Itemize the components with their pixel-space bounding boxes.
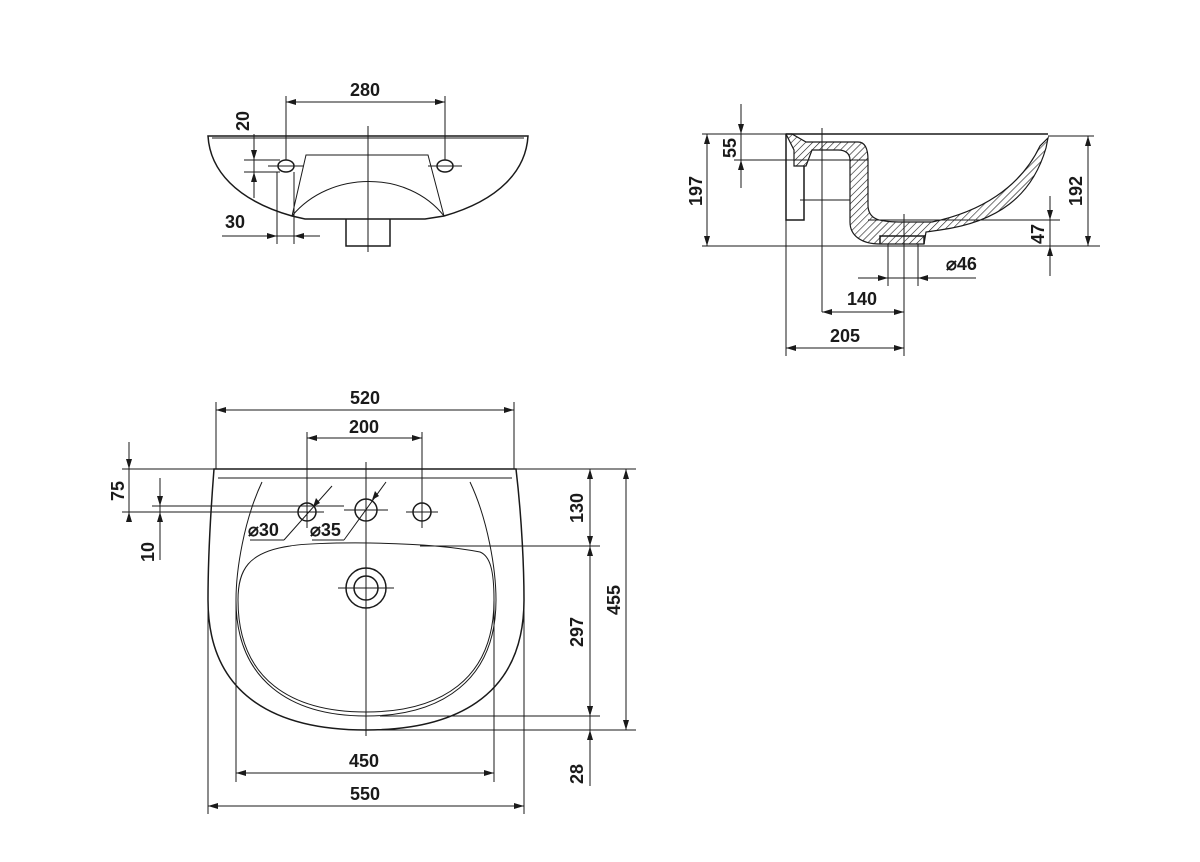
dim-140-label: 140: [847, 289, 877, 309]
basin-section-profile: [785, 133, 1049, 245]
side-section-view: 55 197 192 47 ⌀46 140 205: [686, 104, 1100, 356]
dim-130-label: 130: [567, 493, 587, 523]
dim-28-label: 28: [567, 764, 587, 784]
dim-455-label: 455: [604, 585, 624, 615]
plan-view: 520 200 75 10 ⌀30 ⌀35 130 297 455: [108, 388, 636, 814]
dim-205-label: 205: [830, 326, 860, 346]
dim-20-label: 20: [233, 111, 253, 131]
dim-d46-label: ⌀46: [946, 254, 977, 274]
drain-outlet: [879, 235, 925, 244]
dim-297-label: 297: [567, 617, 587, 647]
basin-front-outline: [207, 135, 529, 220]
dim-d35-label: ⌀35: [310, 520, 341, 540]
dim-192-label: 192: [1066, 176, 1086, 206]
dim-75-label: 75: [108, 481, 128, 501]
dim-47-label: 47: [1028, 224, 1048, 244]
wall-line: [785, 134, 805, 221]
dim-550-label: 550: [350, 784, 380, 804]
basin-inner-bowl: [291, 154, 445, 217]
dim-197-label: 197: [686, 176, 706, 206]
dim-450-label: 450: [349, 751, 379, 771]
dim-55-label: 55: [720, 138, 740, 158]
dim-10-label: 10: [138, 542, 158, 562]
dim-200-label: 200: [349, 417, 379, 437]
dim-d30-label: ⌀30: [248, 520, 279, 540]
dim-280-label: 280: [350, 80, 380, 100]
dim-30-label: 30: [225, 212, 245, 232]
dim-520-label: 520: [350, 388, 380, 408]
front-elevation-view: 280 20 30: [207, 80, 529, 252]
